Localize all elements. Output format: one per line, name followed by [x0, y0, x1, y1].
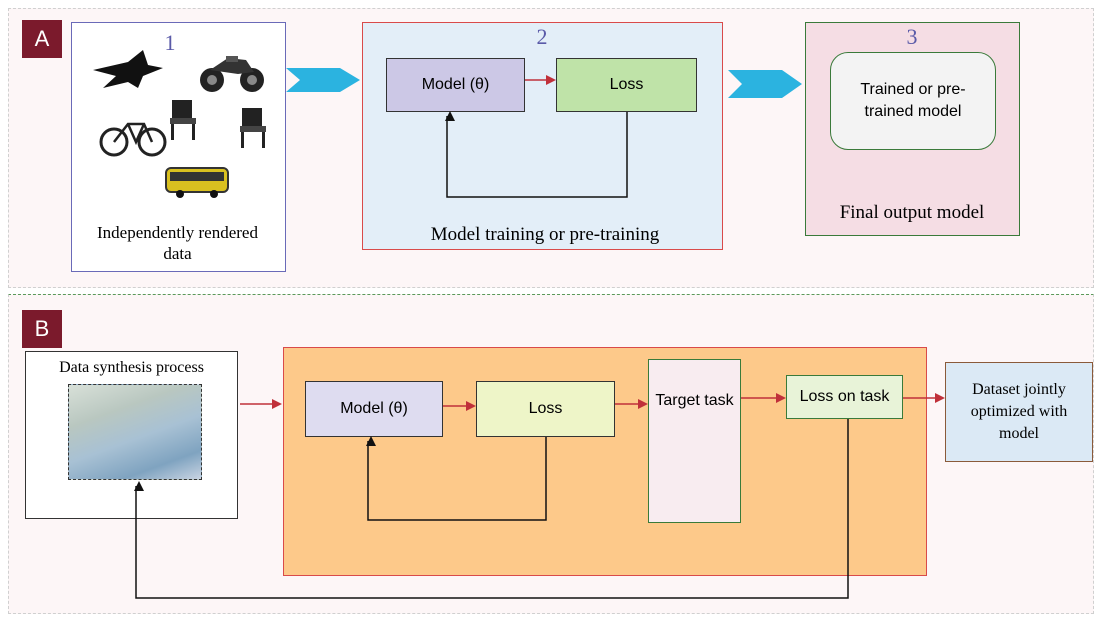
chair-icon — [240, 108, 266, 148]
loss-box-b: Loss — [476, 381, 615, 437]
panel-a-tag: A — [22, 20, 62, 58]
feedback-loop-a — [445, 111, 628, 198]
synthesized-image-thumbnail — [68, 384, 202, 480]
model-box-a: Model (θ) — [386, 58, 525, 112]
feedback-loop-b — [366, 436, 547, 521]
trained-model-box: Trained or pre-trained model — [830, 52, 996, 150]
chevron-arrow-1 — [286, 68, 360, 92]
jointly-optimized-dataset-box: Dataset jointly optimized with model — [945, 362, 1093, 462]
loss-box-a: Loss — [556, 58, 697, 112]
step-number-1: 1 — [164, 30, 176, 55]
independent-data-caption: Independently rendered data — [97, 223, 258, 263]
target-task-box: Target task — [648, 359, 741, 523]
panel-b-tag: B — [22, 310, 62, 348]
rendered-objects-illustration — [93, 50, 266, 198]
motorcycle-icon — [200, 56, 264, 92]
data-synthesis-box — [25, 351, 238, 519]
step-number-3: 3 — [906, 24, 918, 49]
chevron-arrow-2 — [728, 70, 802, 98]
loss-on-task-box: Loss on task — [786, 375, 903, 419]
model-training-caption: Model training or pre-training — [430, 224, 660, 245]
bus-icon — [165, 167, 229, 198]
chair-icon — [170, 100, 196, 140]
bicycle-icon — [99, 122, 167, 157]
model-box-b: Model (θ) — [305, 381, 443, 437]
step-number-2: 2 — [536, 24, 548, 49]
final-output-caption: Final output model — [839, 202, 985, 223]
feedback-loop-to-synthesis — [134, 419, 849, 599]
data-synthesis-label: Data synthesis process — [59, 359, 204, 376]
bird-icon — [93, 50, 163, 88]
independent-data-box — [71, 22, 286, 272]
